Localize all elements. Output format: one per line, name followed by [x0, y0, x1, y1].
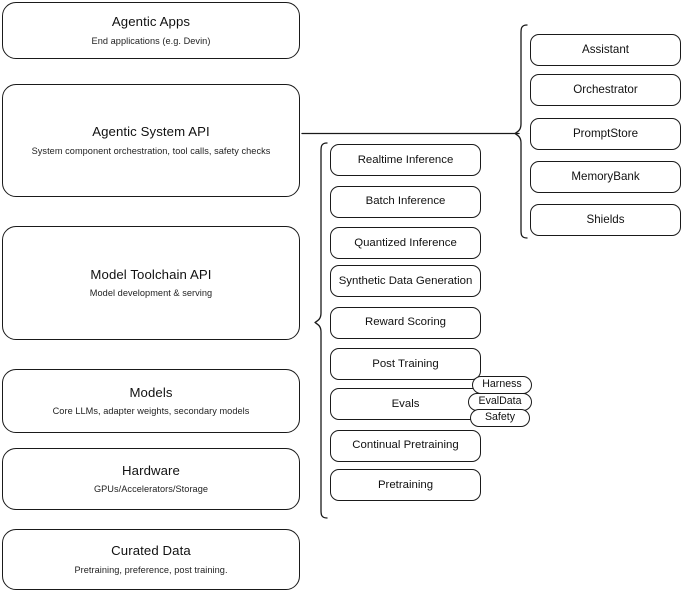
- layer-title: Model Toolchain API: [90, 266, 212, 282]
- layer-title: Agentic System API: [92, 124, 210, 139]
- layer-title: Agentic Apps: [111, 14, 191, 29]
- system-component-memorybank[interactable]: MemoryBank: [530, 161, 681, 193]
- layer-title: Hardware: [122, 462, 180, 478]
- capability-post-training[interactable]: Post Training: [330, 348, 481, 380]
- layer-card-agentic-apps[interactable]: Agentic Apps End applications (e.g. Devi…: [2, 2, 300, 59]
- eval-pill-harness[interactable]: Harness: [472, 376, 532, 394]
- layer-subtitle: Pretraining, preference, post training.: [74, 564, 228, 575]
- layer-title: Curated Data: [111, 543, 191, 558]
- capability-continual-pretraining[interactable]: Continual Pretraining: [330, 429, 481, 462]
- layer-card-curated-data[interactable]: Curated Data Pretraining, preference, po…: [2, 529, 300, 590]
- capability-evals[interactable]: Evals: [330, 388, 481, 420]
- capability-pretraining[interactable]: Pretraining: [330, 469, 481, 501]
- system-component-orchestrator[interactable]: Orchestrator: [530, 74, 681, 106]
- layer-subtitle: End applications (e.g. Devin): [91, 35, 211, 46]
- capability-batch-inference[interactable]: Batch Inference: [330, 185, 481, 218]
- layer-subtitle: System component orchestration, tool cal…: [31, 145, 271, 156]
- capability-synthetic-data-generation[interactable]: Synthetic Data Generation: [330, 265, 481, 297]
- layer-title: Models: [129, 384, 173, 400]
- eval-pill-safety[interactable]: Safety: [470, 409, 530, 427]
- layer-card-models[interactable]: Models Core LLMs, adapter weights, secon…: [2, 369, 300, 433]
- capability-quantized-inference[interactable]: Quantized Inference: [330, 227, 481, 259]
- system-component-shields[interactable]: Shields: [530, 204, 681, 236]
- system-component-promptstore[interactable]: PromptStore: [530, 118, 681, 150]
- brace-system-components: [514, 24, 528, 239]
- layer-card-hardware[interactable]: Hardware GPUs/Accelerators/Storage: [2, 448, 300, 510]
- capability-realtime-inference[interactable]: Realtime Inference: [330, 144, 481, 176]
- layer-subtitle: GPUs/Accelerators/Storage: [93, 484, 209, 494]
- layer-subtitle: Model development & serving: [89, 288, 213, 298]
- layer-card-agentic-system-api[interactable]: Agentic System API System component orch…: [2, 84, 300, 197]
- capability-reward-scoring[interactable]: Reward Scoring: [330, 306, 481, 339]
- layer-subtitle: Core LLMs, adapter weights, secondary mo…: [52, 406, 250, 416]
- brace-model-capabilities: [314, 142, 328, 519]
- layer-card-model-toolchain-api[interactable]: Model Toolchain API Model development & …: [2, 226, 300, 340]
- system-component-assistant[interactable]: Assistant: [530, 34, 681, 66]
